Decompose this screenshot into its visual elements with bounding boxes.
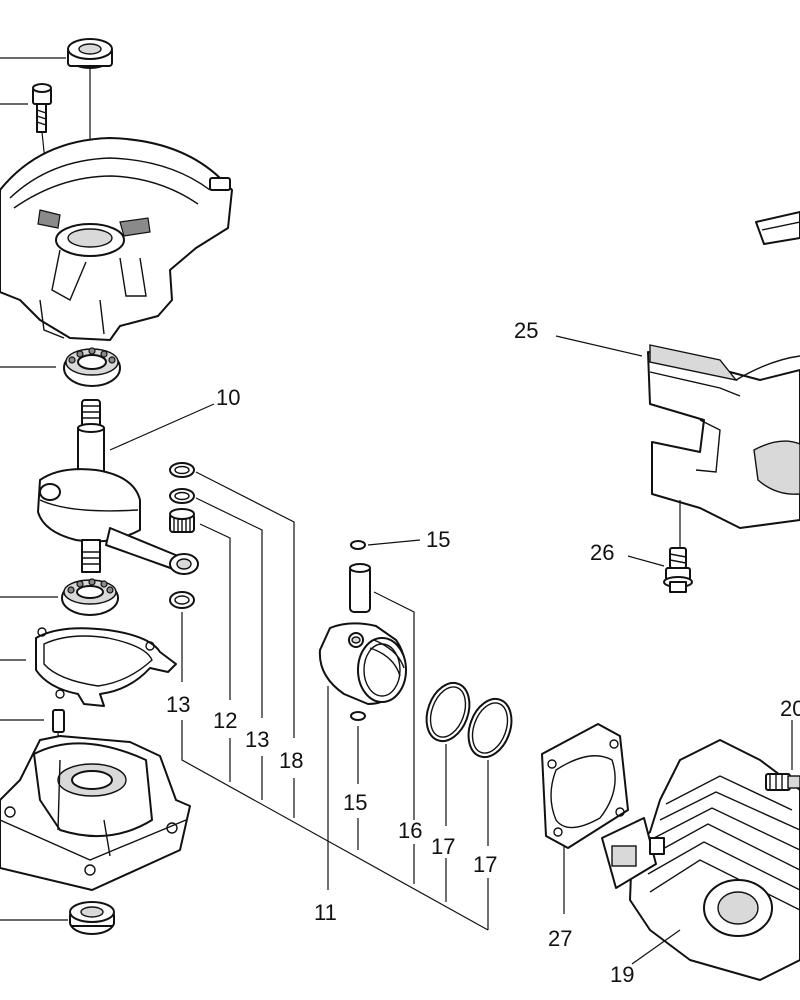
circlip-upper (350, 539, 421, 550)
callout-15-lower: 15 (343, 790, 367, 815)
leader-10 (109, 403, 215, 451)
cylinder-gasket (541, 723, 629, 914)
washer-13-lower (169, 591, 195, 682)
piston-ring-1 (425, 681, 471, 826)
crankcase-lower (0, 735, 191, 891)
crankcase-upper (0, 137, 233, 341)
oil-seal-bottom (0, 901, 115, 935)
piston (318, 622, 407, 890)
callout-15-upper: 15 (426, 527, 450, 552)
callout-12: 12 (213, 708, 237, 733)
crankcase-gasket (0, 627, 177, 707)
leader-25 (555, 335, 643, 357)
washer-18 (169, 462, 295, 738)
callout-20: 20 (780, 696, 800, 721)
bracket-lines-lower (181, 720, 489, 931)
ball-bearing-upper (0, 347, 121, 387)
ball-bearing-lower (0, 578, 119, 616)
circlip-lower (350, 711, 366, 784)
callout-18: 18 (279, 748, 303, 773)
callout-17-right: 17 (473, 852, 497, 877)
leader-26 (627, 555, 665, 567)
callout-16: 16 (398, 818, 422, 843)
callout-13-left: 13 (166, 692, 190, 717)
callout-11: 11 (314, 900, 337, 925)
piston-ring-2 (467, 697, 513, 846)
callout-19: 19 (610, 962, 634, 987)
callout-27: 27 (548, 926, 572, 951)
cylinder-cover-shroud (647, 211, 800, 548)
callout-26: 26 (590, 540, 614, 565)
crankshaft (37, 399, 199, 575)
washer-13-upper (169, 488, 263, 718)
bolt-26 (663, 547, 693, 593)
needle-bearing (169, 508, 231, 700)
spark-plug (765, 720, 800, 791)
piston-pin (349, 563, 415, 820)
cylinder (601, 739, 800, 981)
callout-17-left: 17 (431, 834, 455, 859)
callout-10: 10 (216, 385, 240, 410)
callout-13-right: 13 (245, 727, 269, 752)
callout-25: 25 (514, 318, 538, 343)
